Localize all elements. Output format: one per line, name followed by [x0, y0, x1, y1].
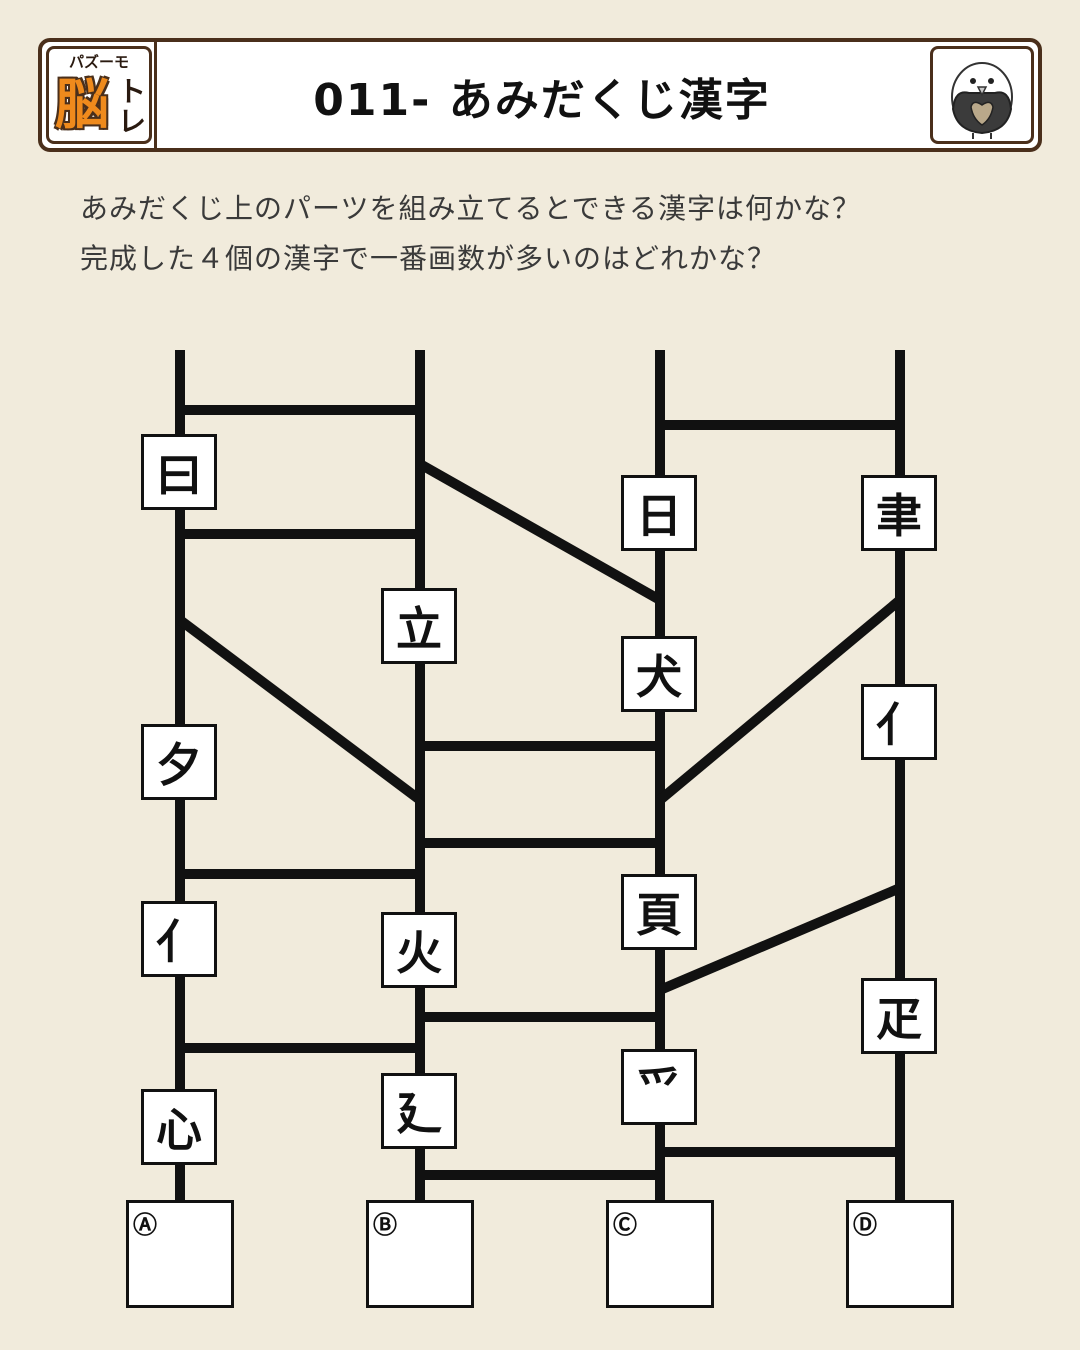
part-box-c3: 頁 — [621, 874, 697, 950]
part-box-d2: 亻 — [861, 684, 937, 760]
bird-mascot-icon — [951, 62, 1013, 139]
answer-box-c[interactable]: Ⓒ — [606, 1200, 714, 1308]
rung-cd-diagonal-2 — [658, 883, 902, 995]
part-box-b3: 廴 — [381, 1073, 457, 1149]
mascot-frame — [930, 46, 1034, 144]
answer-label-a: Ⓐ — [133, 1211, 157, 1239]
part-box-a4: 心 — [141, 1089, 217, 1165]
answer-box-b[interactable]: Ⓑ — [366, 1200, 474, 1308]
part-box-c2: 犬 — [621, 636, 697, 712]
header-divider — [154, 42, 157, 148]
part-box-a2: 夕 — [141, 724, 217, 800]
part-box-d3: 疋 — [861, 978, 937, 1054]
part-box-a3: 亻 — [141, 901, 217, 977]
logo-main-glyph: 脳 — [55, 73, 109, 136]
answer-label-d: Ⓓ — [853, 1211, 877, 1239]
page-title: 011- あみだくじ漢字 — [313, 75, 771, 126]
part-box-c4: 爫 — [621, 1049, 697, 1125]
part-box-a1: 曰 — [141, 434, 217, 510]
part-box-b1: 立 — [381, 588, 457, 664]
answer-box-d[interactable]: Ⓓ — [846, 1200, 954, 1308]
answer-label-b: Ⓑ — [373, 1211, 397, 1239]
logo-side-text: トレ — [117, 75, 146, 138]
logo-brand-text: パズーモ — [68, 53, 129, 71]
rung-bc-diagonal — [417, 459, 663, 605]
question-line-1: あみだくじ上のパーツを組み立てるとできる漢字は何かな？ — [80, 192, 862, 225]
part-box-c1: 日 — [621, 475, 697, 551]
rung-cd-diagonal-1 — [656, 596, 904, 804]
answer-box-a[interactable]: Ⓐ — [126, 1200, 234, 1308]
rung-ab-diagonal — [177, 616, 423, 804]
app-logo: パズーモ 脳 トレ — [46, 46, 152, 144]
header-bar: パズーモ 脳 トレ 011- あみだくじ漢字 — [38, 38, 1042, 152]
question-line-2: 完成した４個の漢字で一番画数が多いのはどれかな？ — [80, 242, 777, 275]
part-box-b2: 火 — [381, 912, 457, 988]
part-box-d1: 聿 — [861, 475, 937, 551]
answer-label-c: Ⓒ — [613, 1211, 637, 1239]
puzzle-question: あみだくじ上のパーツを組み立てるとできる漢字は何かな？ 完成した４個の漢字で一番… — [80, 184, 1020, 284]
